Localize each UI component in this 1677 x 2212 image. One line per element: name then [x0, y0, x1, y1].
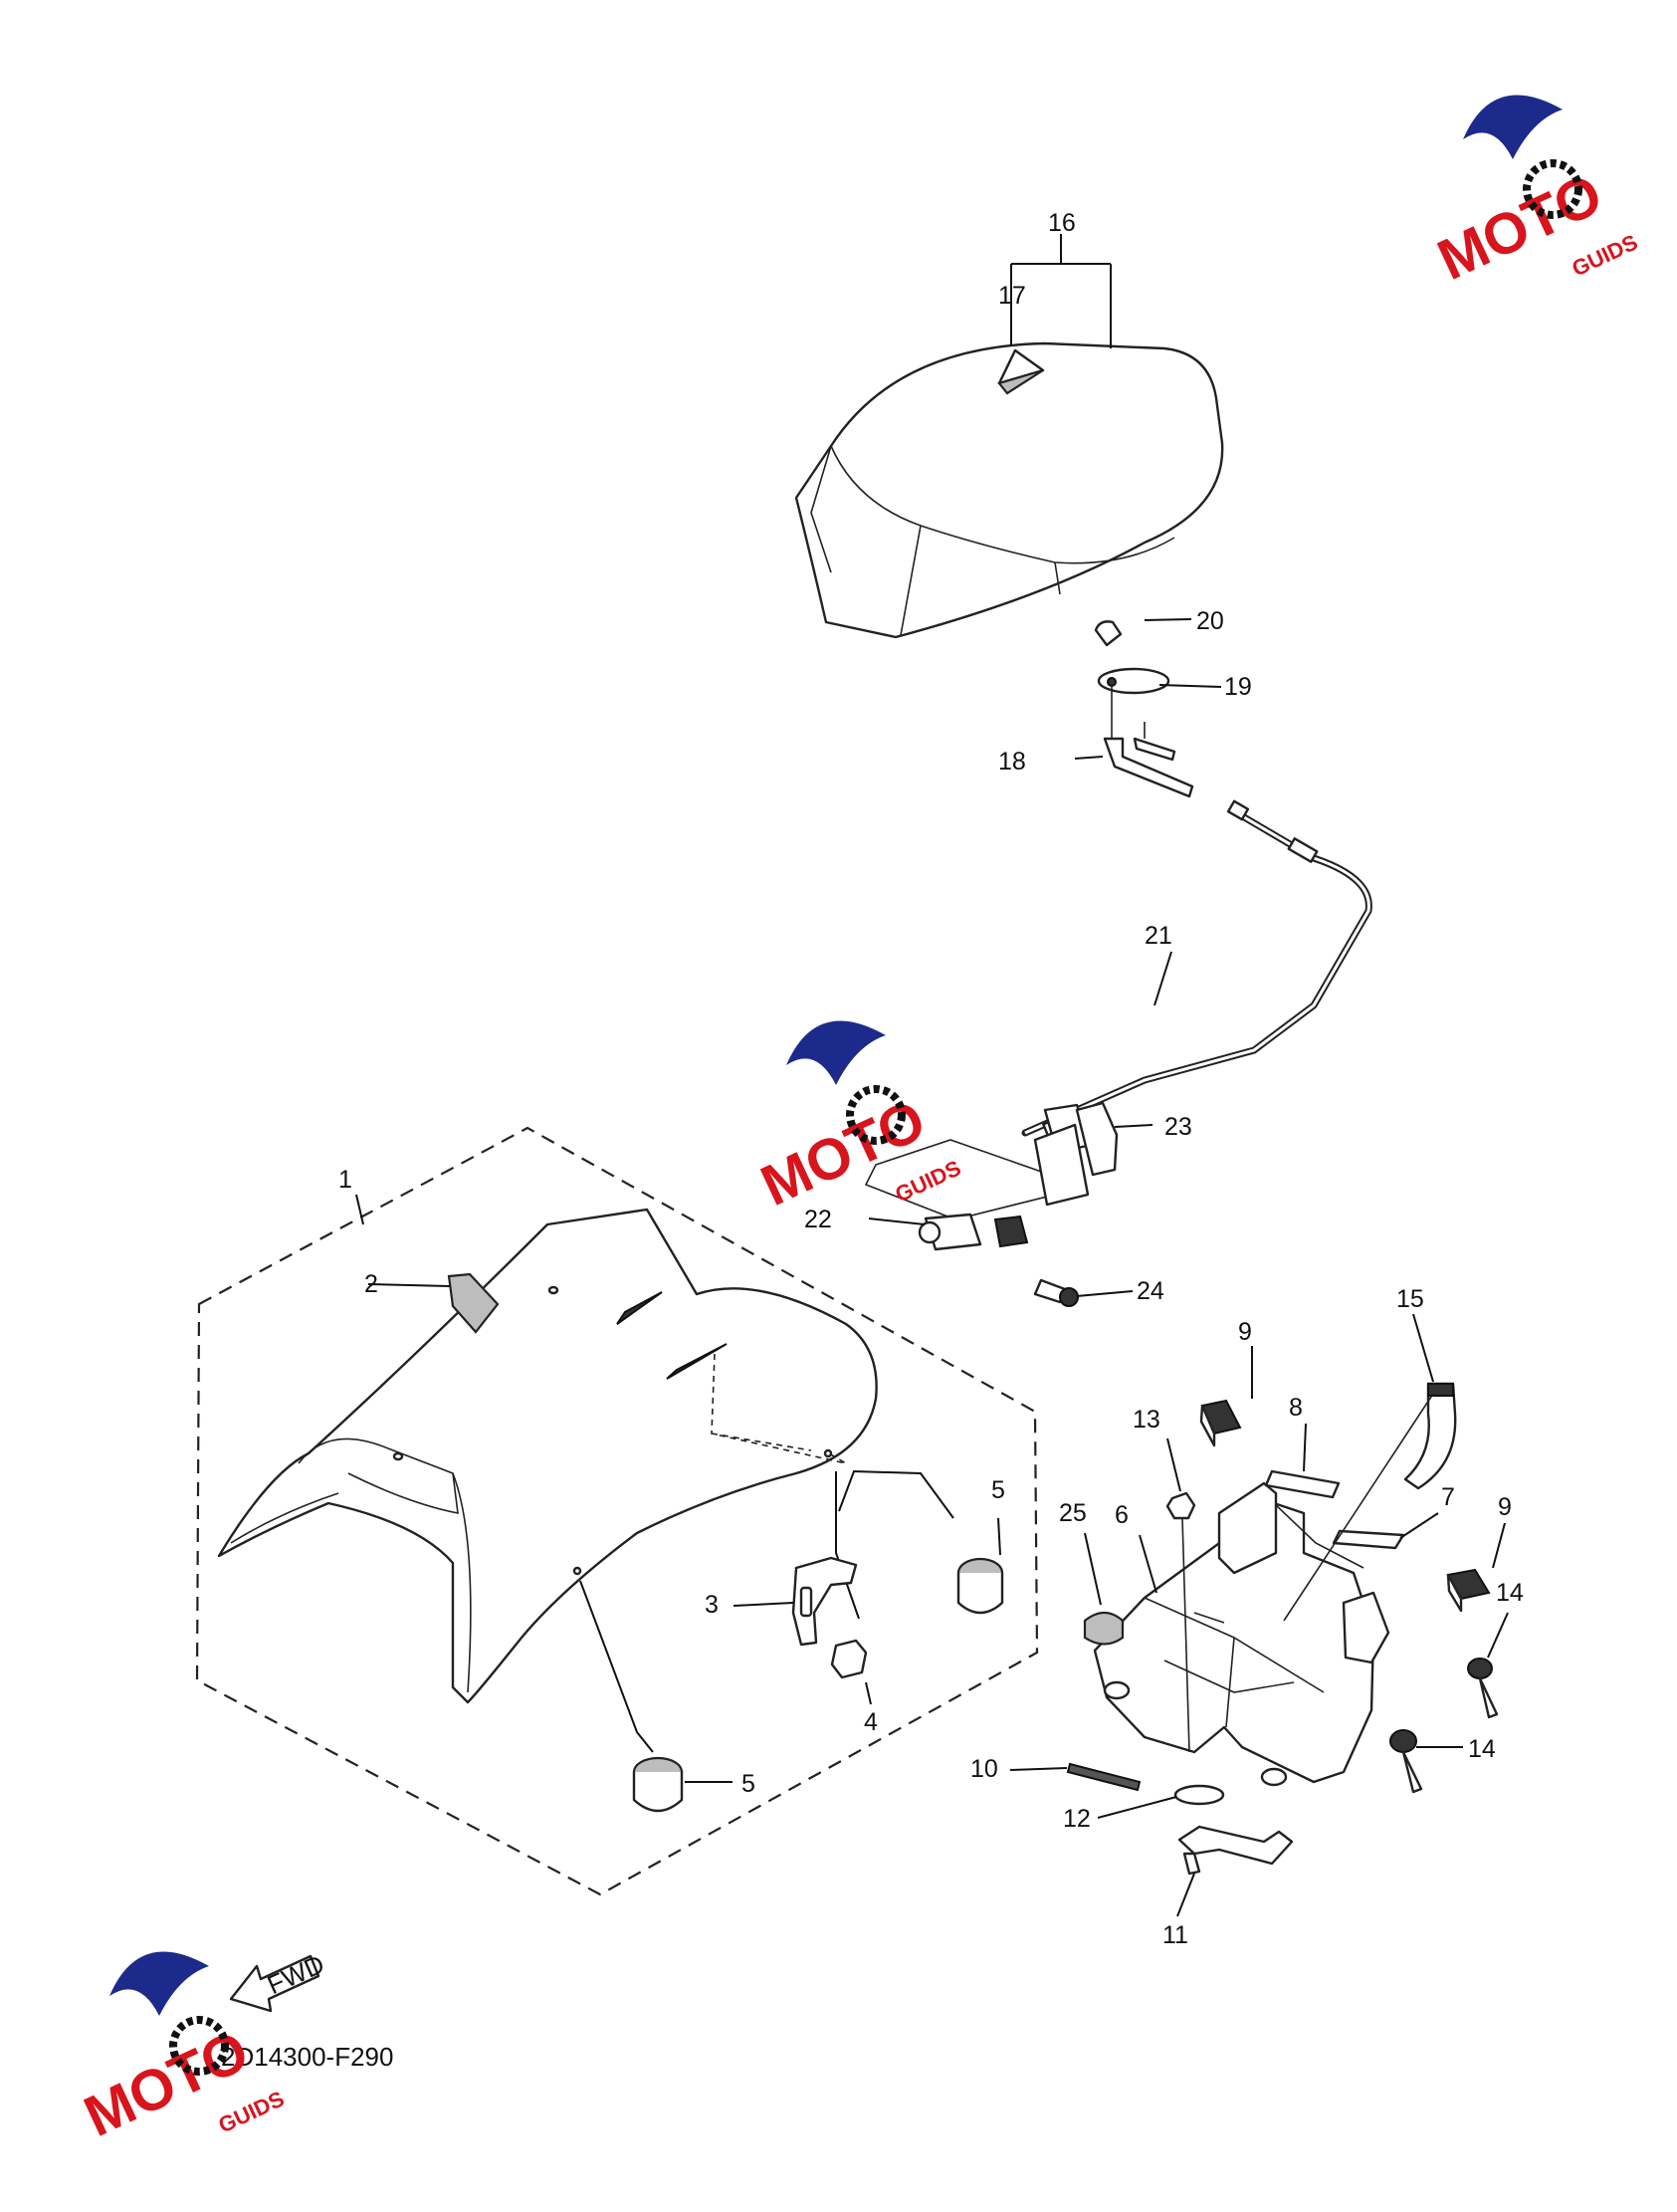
callout-16: 16 [1048, 209, 1076, 237]
callout-15: 15 [1396, 1285, 1424, 1313]
callout-9b: 9 [1498, 1493, 1512, 1521]
callout-group-6-15: 9 15 13 8 7 9 25 6 14 14 10 12 11 [970, 1285, 1524, 1949]
callout-group-22-24: 23 22 24 [804, 1113, 1192, 1305]
callout-14a: 14 [1496, 1579, 1524, 1607]
callout-24: 24 [1137, 1277, 1164, 1305]
callout-12: 12 [1063, 1805, 1091, 1833]
callout-5b: 5 [741, 1770, 755, 1798]
watermark-logo-middle: MOTO GUIDS [751, 1020, 964, 1218]
callout-18: 18 [998, 748, 1026, 775]
watermark-logo-top: MOTO GUIDS [1428, 95, 1641, 293]
seat-latch-hardware [1094, 620, 1194, 798]
callout-1: 1 [338, 1166, 352, 1194]
callout-group-3-5: 3 4 5 5 [685, 1476, 1005, 1798]
callout-2: 2 [364, 1270, 378, 1298]
callout-23: 23 [1164, 1113, 1192, 1141]
callout-19: 19 [1224, 673, 1252, 701]
callout-3: 3 [705, 1591, 719, 1619]
callout-group-16-17: 16 17 [998, 209, 1112, 348]
callout-13: 13 [1133, 1406, 1160, 1434]
callout-group-18-20: 20 19 18 [998, 607, 1252, 775]
svg-text:GUIDS: GUIDS [892, 1155, 965, 1207]
callout-22: 22 [804, 1206, 832, 1233]
callout-21: 21 [1145, 922, 1172, 950]
callout-6: 6 [1115, 1501, 1129, 1529]
storage-tray-assembly [1066, 1382, 1499, 1876]
svg-text:GUIDS: GUIDS [1569, 229, 1642, 281]
callout-5a: 5 [991, 1476, 1005, 1504]
seat-assembly-boundary: 1 [195, 1126, 1039, 1896]
seat-lock-assembly [864, 1101, 1119, 1307]
seat-lock-cable: 21 [1021, 799, 1372, 1139]
callout-17: 17 [998, 282, 1026, 310]
seat-bracket-and-dampers [632, 1556, 1004, 1813]
seat-cover-upper [794, 341, 1224, 639]
callout-9a: 9 [1238, 1318, 1252, 1346]
callout-4: 4 [864, 1708, 878, 1736]
drawing-code: 2D14300-F290 [221, 2042, 393, 2072]
callout-7: 7 [1441, 1483, 1455, 1511]
callout-10: 10 [970, 1755, 998, 1783]
callout-8: 8 [1289, 1394, 1303, 1422]
fwd-label: FWD [263, 1949, 328, 2000]
callout-25: 25 [1059, 1499, 1087, 1527]
seat-main [217, 1208, 878, 1704]
seat-leaders: 2 [364, 1270, 954, 1753]
callout-20: 20 [1196, 607, 1224, 635]
svg-text:GUIDS: GUIDS [215, 2086, 289, 2137]
forward-arrow-icon: FWD [229, 1949, 328, 2013]
callout-11: 11 [1162, 1921, 1188, 1949]
callout-14b: 14 [1468, 1735, 1496, 1763]
